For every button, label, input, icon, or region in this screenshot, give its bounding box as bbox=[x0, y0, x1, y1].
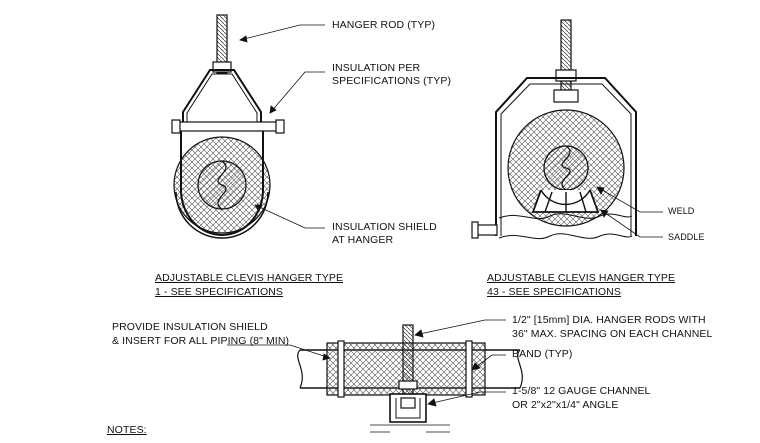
clevis-strap-1 bbox=[182, 69, 262, 126]
label-provide-shield: PROVIDE INSULATION SHIELD bbox=[112, 321, 268, 333]
notes-heading: NOTES: bbox=[107, 424, 147, 436]
label-insert-piping: & INSERT FOR ALL PIPING (8" MIN) bbox=[112, 335, 290, 347]
detail-trapeze bbox=[297, 324, 523, 433]
label-hanger-rod: HANGER ROD (TYP) bbox=[332, 19, 436, 31]
cross-bolt-1 bbox=[174, 121, 282, 132]
detail-type1 bbox=[171, 14, 285, 239]
rod-nut-1 bbox=[212, 61, 232, 73]
title-type43-line2: 43 - SEE SPECIFICATIONS bbox=[487, 286, 621, 298]
hanger-frame-43 bbox=[495, 77, 637, 236]
band-left bbox=[337, 340, 345, 398]
title-type43-line1: ADJUSTABLE CLEVIS HANGER TYPE bbox=[487, 272, 676, 284]
hanger-rod-1 bbox=[216, 14, 228, 74]
label-weld: WELD bbox=[668, 206, 695, 216]
side-bolt-43 bbox=[476, 224, 498, 236]
leader-lines bbox=[227, 24, 663, 407]
label-band: BAND (TYP) bbox=[512, 348, 573, 360]
label-insulation-shield: INSULATION SHIELD bbox=[332, 221, 437, 233]
label-insulation-spec: SPECIFICATIONS (TYP) bbox=[332, 75, 452, 87]
label-channel: 1-5/8" 12 GAUGE CHANNEL bbox=[512, 385, 651, 397]
label-hanger-rods: 1/2" [15mm] DIA. HANGER RODS WITH bbox=[512, 314, 706, 326]
label-insulation-per: INSULATION PER bbox=[332, 62, 421, 74]
detail-type43 bbox=[471, 19, 637, 240]
label-angle: OR 2"x2"x1/4" ANGLE bbox=[512, 399, 619, 411]
label-max-spacing: 36" MAX. SPACING ON EACH CHANNEL bbox=[512, 328, 713, 340]
band-right bbox=[465, 340, 473, 398]
title-type1-line2: 1 - SEE SPECIFICATIONS bbox=[155, 286, 284, 298]
title-type1-line1: ADJUSTABLE CLEVIS HANGER TYPE bbox=[155, 272, 344, 284]
label-at-hanger: AT HANGER bbox=[332, 234, 394, 246]
rod-nut-43 bbox=[555, 69, 577, 82]
label-saddle: SADDLE bbox=[668, 232, 705, 242]
